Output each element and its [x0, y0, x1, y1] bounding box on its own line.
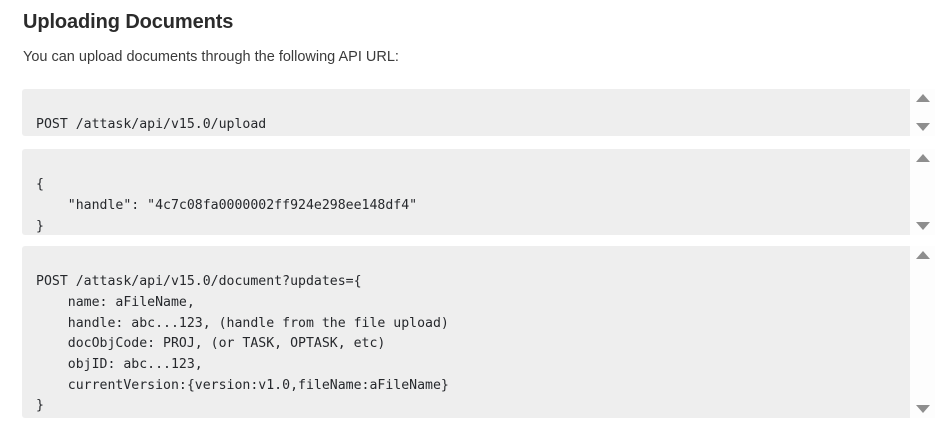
code-line: } — [36, 218, 44, 234]
intro-paragraph: You can upload documents through the fol… — [23, 49, 399, 65]
scroll-down-arrow-icon[interactable] — [915, 222, 930, 230]
code-block-scrollbar[interactable] — [910, 246, 935, 418]
code-line: "handle": "4c7c08fa0000002ff924e298ee148… — [36, 197, 418, 213]
code-block-upload-endpoint: POST /attask/api/v15.0/upload — [22, 89, 935, 136]
code-line: handle: abc...123, (handle from the file… — [36, 315, 449, 331]
code-block-document-update-request: POST /attask/api/v15.0/document?updates=… — [22, 246, 935, 418]
scroll-up-arrow-icon[interactable] — [915, 251, 930, 259]
scroll-up-arrow-icon[interactable] — [915, 154, 930, 162]
code-line: { — [36, 177, 44, 193]
code-line: POST /attask/api/v15.0/upload — [36, 117, 267, 133]
code-line: currentVersion:{version:v1.0,fileName:aF… — [36, 377, 449, 393]
code-block-upload-response: { "handle": "4c7c08fa0000002ff924e298ee1… — [22, 149, 935, 235]
code-block-scrollbar[interactable] — [910, 149, 935, 235]
code-line: name: aFileName, — [36, 294, 195, 310]
scroll-down-arrow-icon[interactable] — [915, 123, 930, 131]
code-block-scrollbar[interactable] — [910, 89, 935, 136]
page-title: Uploading Documents — [23, 11, 234, 33]
code-content[interactable]: POST /attask/api/v15.0/upload — [22, 102, 935, 148]
code-line: } — [36, 398, 44, 414]
code-line: objID: abc...123, — [36, 357, 203, 372]
code-line: POST /attask/api/v15.0/document?updates=… — [36, 274, 362, 290]
code-content[interactable]: { "handle": "4c7c08fa0000002ff924e298ee1… — [22, 162, 935, 249]
scroll-down-arrow-icon[interactable] — [915, 405, 930, 413]
code-content[interactable]: POST /attask/api/v15.0/document?updates=… — [22, 259, 935, 429]
code-line: docObjCode: PROJ, (or TASK, OPTASK, etc) — [36, 336, 386, 352]
scroll-up-arrow-icon[interactable] — [915, 94, 930, 102]
